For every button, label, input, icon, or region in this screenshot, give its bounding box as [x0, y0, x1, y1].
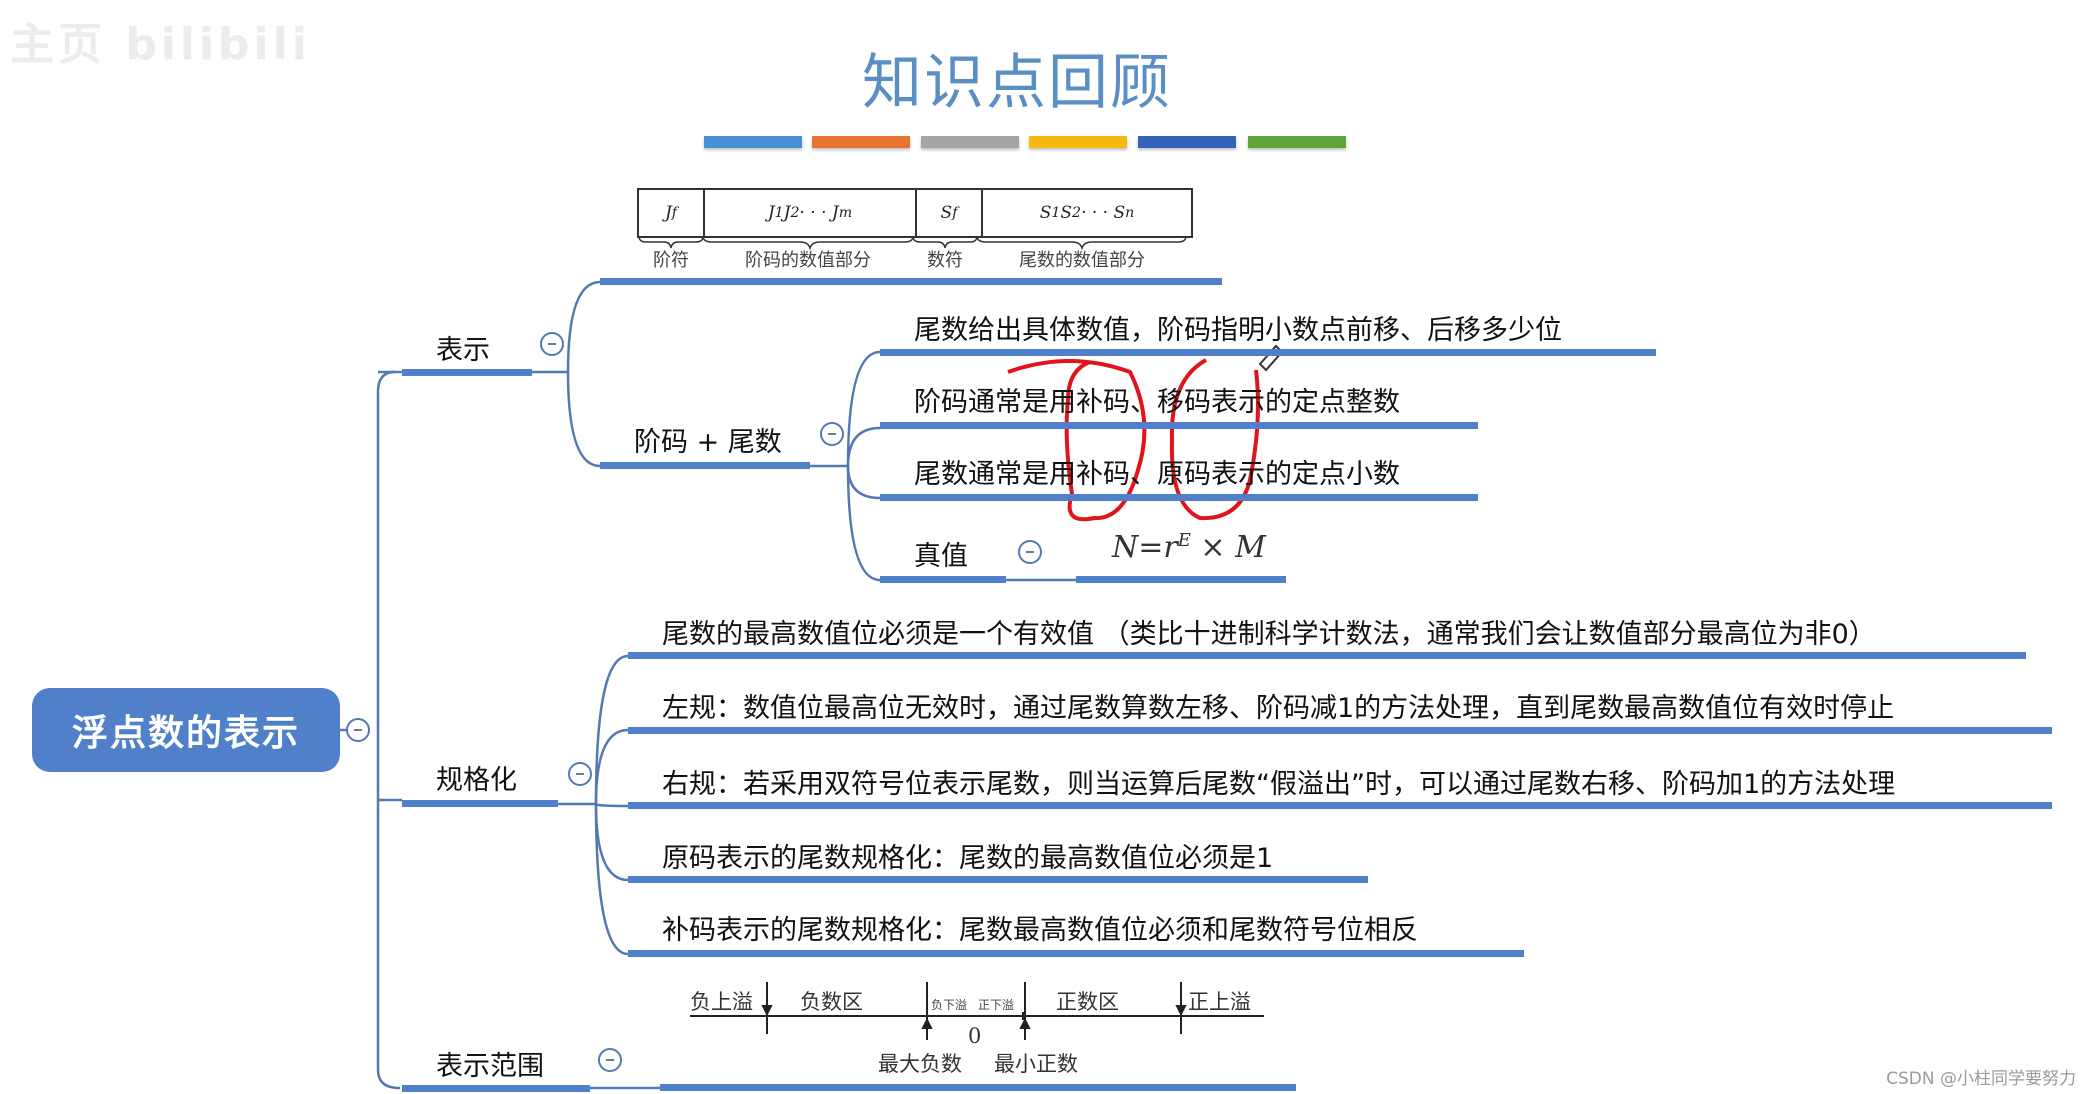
exponent-mantissa-item-3[interactable]: 尾数通常是用补码、原码表示的定点小数	[914, 459, 1400, 490]
caption-exponent-sign: 阶符	[653, 250, 689, 271]
color-bar-6	[1248, 136, 1346, 148]
true-value-formula: N=rE × M	[1112, 530, 1266, 565]
root-collapse-toggle[interactable]	[346, 718, 370, 742]
true-value-label[interactable]: 真值	[914, 541, 968, 572]
normalization-item-2-underline	[628, 727, 2052, 734]
range-neg-overflow: 负上溢	[690, 990, 753, 1014]
branch-range-underline	[402, 1085, 590, 1092]
exponent-mantissa-label[interactable]: 阶码 + 尾数	[634, 427, 782, 458]
normalization-item-1[interactable]: 尾数的最高数值位必须是一个有效值 （类比十进制科学计数法，通常我们会让数值部分最…	[662, 619, 1876, 650]
formula-base: N=r	[1112, 530, 1178, 565]
bilibili-watermark: 主页 bilibili	[10, 19, 311, 70]
normalization-collapse-toggle[interactable]	[568, 762, 592, 786]
branch-normalization-label[interactable]: 规格化	[436, 765, 517, 796]
range-pos-underflow: 正下溢	[978, 998, 1015, 1012]
color-bar-5	[1138, 136, 1236, 148]
normalization-item-5-underline	[628, 950, 1524, 957]
true-value-collapse-toggle[interactable]	[1018, 540, 1042, 564]
exponent-mantissa-item-1[interactable]: 尾数给出具体数值，阶码指明小数点前移、后移多少位	[914, 315, 1562, 346]
range-diagram-underline	[660, 1084, 1296, 1091]
caption-mantissa-sign: 数符	[927, 250, 963, 271]
range-neg-zone: 负数区	[800, 990, 863, 1014]
caption-mantissa-value: 尾数的数值部分	[1019, 250, 1145, 271]
normalization-item-4[interactable]: 原码表示的尾数规格化：尾数的最高数值位必须是1	[662, 843, 1274, 874]
csdn-credit: CSDN @小柱同学要努力	[1886, 1069, 2076, 1089]
branch-representation-underline	[402, 369, 532, 376]
color-bar-2	[812, 136, 910, 148]
range-collapse-toggle[interactable]	[598, 1048, 622, 1072]
branch-normalization-underline	[402, 800, 558, 807]
caption-exponent-value: 阶码的数值部分	[745, 250, 871, 271]
page-title: 知识点回顾	[862, 48, 1172, 118]
item-1-underline	[880, 349, 1656, 356]
true-value-underline	[880, 576, 1006, 583]
range-min-positive: 最小正数	[994, 1052, 1078, 1076]
range-zero: 0	[968, 1024, 982, 1048]
formula-exponent: E	[1177, 530, 1191, 551]
normalization-item-1-underline	[628, 652, 2026, 659]
normalization-item-5[interactable]: 补码表示的尾数规格化：尾数最高数值位必须和尾数符号位相反	[662, 915, 1418, 946]
color-bar-1	[704, 136, 802, 148]
range-pos-overflow: 正上溢	[1188, 990, 1251, 1014]
item-3-underline	[880, 494, 1478, 501]
root-node[interactable]: 浮点数的表示	[32, 688, 340, 772]
branch-representation-label[interactable]: 表示	[436, 335, 490, 366]
range-neg-underflow: 负下溢	[931, 998, 968, 1012]
exponent-mantissa-item-2[interactable]: 阶码通常是用补码、移码表示的定点整数	[914, 387, 1400, 418]
formula-underline	[1076, 576, 1286, 583]
normalization-item-2[interactable]: 左规：数值位最高位无效时，通过尾数算数左移、阶码减1的方法处理，直到尾数最高数值…	[662, 693, 1895, 724]
item-2-underline	[880, 422, 1478, 429]
normalization-item-4-underline	[628, 876, 1368, 883]
color-bar-4	[1029, 136, 1127, 148]
representation-collapse-toggle[interactable]	[540, 332, 564, 356]
formula-tail: × M	[1190, 530, 1266, 565]
root-label: 浮点数的表示	[71, 713, 300, 754]
normalization-item-3[interactable]: 右规：若采用双符号位表示尾数，则当运算后尾数“假溢出”时，可以通过尾数右移、阶码…	[662, 769, 1896, 800]
exponent-mantissa-underline	[600, 462, 810, 469]
color-bar-3	[921, 136, 1019, 148]
exponent-mantissa-collapse-toggle[interactable]	[820, 422, 844, 446]
branch-range-label[interactable]: 表示范围	[436, 1051, 544, 1082]
range-pos-zone: 正数区	[1056, 990, 1119, 1014]
normalization-item-3-underline	[628, 802, 2052, 809]
range-max-negative: 最大负数	[878, 1052, 962, 1076]
format-diagram-underline	[600, 278, 1222, 285]
